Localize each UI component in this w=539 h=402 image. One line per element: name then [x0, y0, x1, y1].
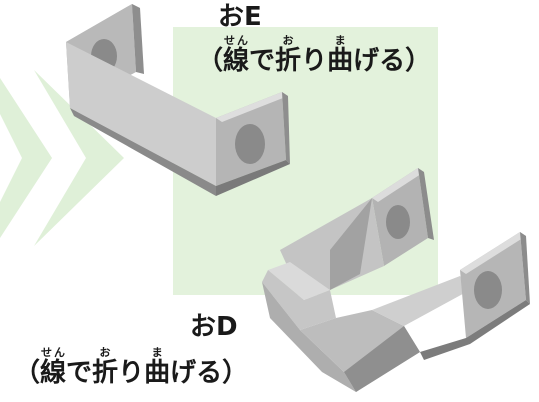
part-d-corner-face	[262, 270, 336, 330]
part-e-left-tab-side	[132, 4, 144, 74]
part-e-kanji-2-text: 折	[275, 46, 302, 76]
part-e-right-tab-side	[282, 92, 290, 164]
part-e-bottom-edge	[70, 108, 216, 196]
part-d-bracket-icon	[262, 168, 530, 392]
part-d-close-paren: ）	[222, 358, 249, 388]
part-d-left-wall	[262, 282, 356, 392]
part-e-kanji-2: 折お	[275, 34, 301, 74]
part-d-kanji-2: 折お	[92, 346, 118, 386]
part-e-furigana-2: お	[275, 34, 302, 47]
part-d-furigana-3: ま	[144, 346, 171, 359]
part-d-kanji-1-text: 線	[40, 358, 67, 388]
part-d-kana-2: り	[118, 358, 145, 388]
part-e-name: おE	[218, 2, 262, 32]
part-d-kana-3: げる	[170, 358, 223, 388]
part-d-kanji-2-text: 折	[92, 358, 119, 388]
part-d-right-tab-side	[520, 232, 530, 304]
part-e-kana-2: り	[301, 46, 328, 76]
part-d-right-tab-top	[460, 232, 526, 274]
part-e-kanji-3: 曲ま	[327, 34, 353, 74]
part-d-furigana-2: お	[92, 346, 119, 359]
part-d-furigana-1: せん	[40, 346, 67, 359]
part-d-kanji-1: 線せん	[40, 346, 66, 386]
part-e-right-hole	[235, 124, 265, 164]
double-chevron-right-icon	[0, 70, 124, 246]
part-e-bracket-icon	[66, 4, 290, 196]
part-d-upper-hole	[386, 205, 410, 239]
part-e-kanji-1-text: 線	[223, 46, 250, 76]
part-e-close-paren: ）	[405, 46, 432, 76]
part-e-right-tab-top	[216, 92, 288, 122]
part-d-upper-arm-shade	[330, 198, 372, 290]
part-d-upper-tab-top	[372, 168, 424, 202]
part-d-right-hole	[474, 271, 502, 309]
part-e-open-paren: （	[197, 46, 224, 76]
part-d-kana-1: で	[66, 358, 93, 388]
part-e-furigana-3: ま	[327, 34, 354, 47]
part-d-kanji-3-text: 曲	[144, 358, 171, 388]
part-e-kanji-1: 線せん	[223, 34, 249, 74]
part-e-furigana-1: せん	[223, 34, 250, 47]
part-e-kanji-3-text: 曲	[327, 46, 354, 76]
part-d-corner-top	[268, 262, 330, 300]
part-d-lower-arm	[300, 310, 420, 392]
part-d-open-paren: （	[14, 358, 41, 388]
part-d-upper-tab-side	[418, 168, 434, 240]
part-e-caption: （ 線せん で 折お り 曲ま げる ）	[197, 34, 431, 74]
part-e-top-face	[66, 42, 216, 186]
part-e-kana-3: げる	[353, 46, 406, 76]
part-d-name: おD	[190, 312, 238, 342]
part-d-lower-arm-top	[372, 276, 470, 326]
part-d-caption: （ 線せん で 折お り 曲ま げる ）	[14, 346, 248, 386]
part-e-right-tab-bottom	[216, 160, 290, 196]
part-e-kana-1: で	[249, 46, 276, 76]
chevron-left	[0, 78, 52, 238]
part-d-lower-arm-shade	[344, 326, 420, 392]
part-d-kanji-3: 曲ま	[144, 346, 170, 386]
part-d-right-tab-bottom	[420, 300, 530, 360]
chevron-right	[34, 70, 124, 246]
